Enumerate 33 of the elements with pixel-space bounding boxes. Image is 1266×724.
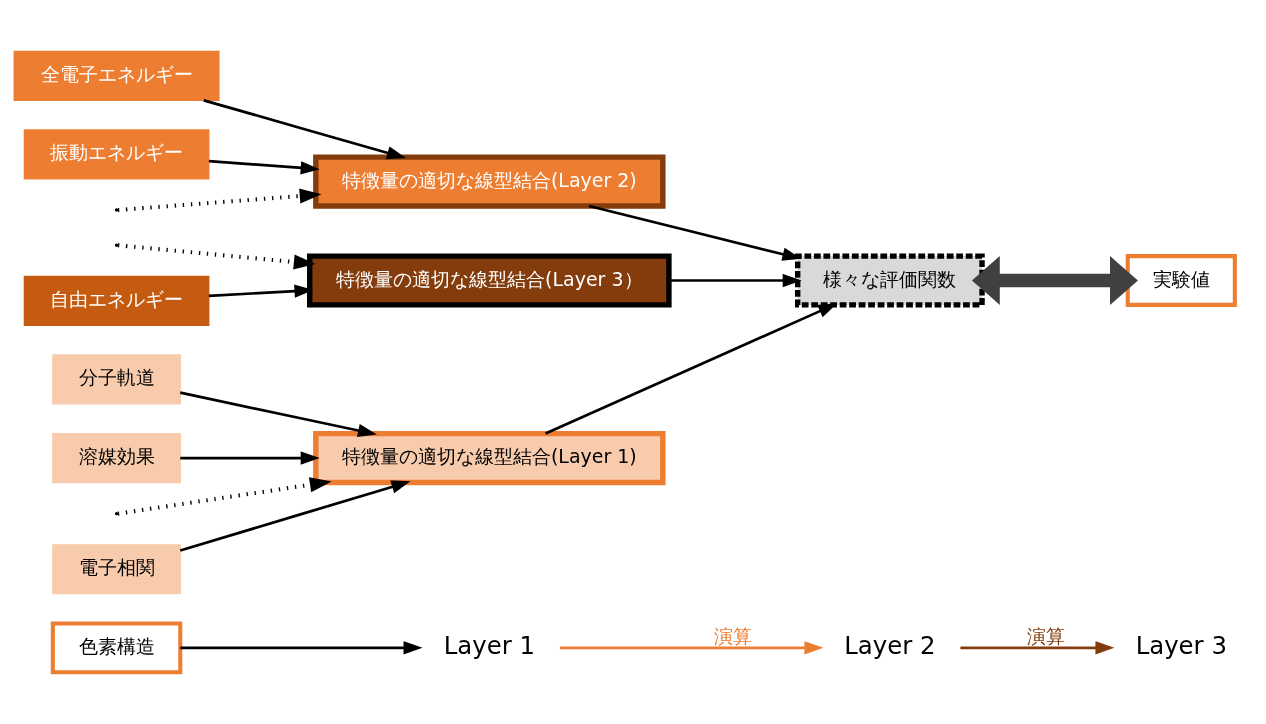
node-box: 色素構造: [50, 620, 183, 674]
arrow: [208, 159, 320, 174]
arrow: [117, 476, 332, 516]
node-text: Layer 1: [443, 630, 535, 660]
arrow: [180, 640, 423, 654]
arrow: [960, 640, 1115, 654]
node-box: 特徴量の適切な線型結合(Layer 3）: [307, 252, 672, 308]
node-box: 実験値: [1125, 253, 1237, 307]
node-text: Layer 3: [1135, 630, 1227, 660]
arrow: [971, 255, 1138, 305]
node-box: 全電子エネルギー: [13, 50, 220, 101]
arrow: [203, 98, 406, 159]
arrow: [208, 283, 314, 298]
node-box: 溶媒効果: [52, 432, 181, 483]
arrow: [117, 187, 322, 212]
node-box: 振動エネルギー: [23, 128, 210, 179]
node-box: 電子相関: [52, 543, 181, 594]
node-box: 分子軌道: [52, 353, 181, 404]
arrow: [669, 273, 802, 287]
edge-label: 演算: [1027, 624, 1066, 647]
arrow: [117, 242, 316, 270]
node-box: 特徴量の適切な線型結合(Layer 1): [313, 430, 666, 485]
arrow: [180, 390, 377, 437]
node-text: Layer 2: [844, 630, 936, 660]
arrow: [588, 204, 802, 261]
edge-label: 演算: [714, 624, 753, 647]
arrow: [545, 302, 838, 435]
arrow: [559, 640, 824, 654]
arrow: [180, 450, 320, 465]
node-box: 自由エネルギー: [23, 275, 210, 326]
node-box: 様々な評価関数: [795, 252, 985, 308]
arrow: [179, 479, 411, 552]
node-box: 特徴量の適切な線型結合(Layer 2): [313, 153, 666, 209]
